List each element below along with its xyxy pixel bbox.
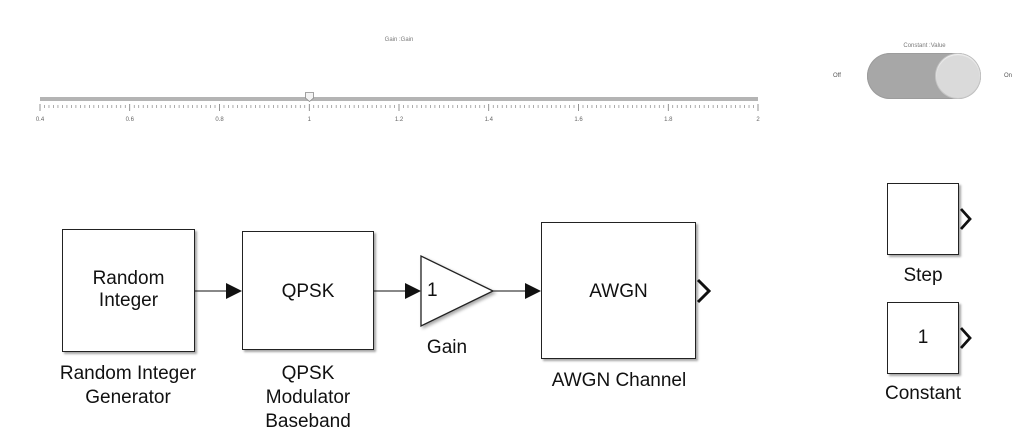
constant-value: 1 [917,327,929,348]
toggle-on-label: On [1004,73,1013,79]
slider-tick-label: 1 [308,117,312,123]
slider-tick-label: 0.6 [126,117,135,123]
step-block[interactable] [887,183,959,255]
qpsk-label-line3: Baseband [265,411,351,432]
awgn-channel-block[interactable]: AWGN [541,222,696,359]
step-label: Step [903,265,943,286]
gain-value: 1 [427,280,438,301]
block-text: AWGN [589,281,648,302]
awgn-output-port-icon [696,278,712,304]
gain-label: Gain [426,337,468,358]
random-integer-label-line1: Random Integer [59,363,197,384]
block-text-line1: Random [92,268,165,289]
slider-title: Gain :Gain [384,37,414,43]
slider-tick-label: 1.4 [485,117,494,123]
slider-tick-label: 1.2 [395,117,404,123]
random-integer-generator-block[interactable]: Random Integer [62,229,195,352]
slider-tick-label: 1.6 [574,117,583,123]
slider-tick-label: 0.8 [215,117,224,123]
slider-ticks: 0.4 0.6 0.8 1 1.2 1.4 1.6 1.8 2 [36,104,760,123]
random-integer-label-line2: Generator [85,387,171,408]
toggle-switch[interactable] [867,53,981,99]
slider-tick-label: 2 [756,117,760,123]
qpsk-label-line1: QPSK [281,363,335,384]
arrow-head-awgn-input [525,283,541,299]
constant-output-port-icon [959,327,972,349]
slider-tick-label: 1.8 [664,117,673,123]
gain-block[interactable]: 1 [421,256,493,326]
slider-tick-label: 0.4 [36,117,45,123]
constant-block[interactable]: 1 [887,302,959,374]
toggle-title: Constant :Value [903,43,946,49]
slider-track[interactable] [40,97,758,101]
arrow-head-qpsk-input [226,283,242,299]
constant-label: Constant [884,383,962,404]
arrow-head-gain-input [405,283,421,299]
toggle-off-label: Off [833,73,841,79]
block-text-line2: Integer [98,290,159,311]
step-output-port-icon [959,208,972,230]
qpsk-modulator-block[interactable]: QPSK [242,231,374,350]
awgn-channel-label: AWGN Channel [551,370,687,391]
block-text: QPSK [281,281,335,302]
slider-thumb[interactable] [304,92,314,102]
toggle-knob[interactable] [936,54,980,98]
qpsk-label-line2: Modulator [265,387,351,408]
